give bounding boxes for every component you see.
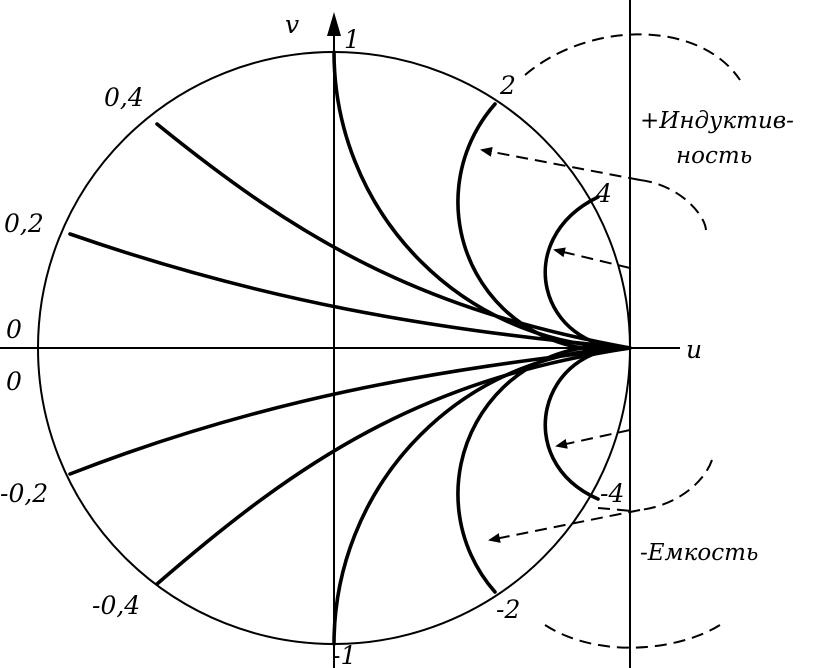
annotation-inductive-line1: +Индуктив- [640,108,794,134]
dashed-guide-arcs [524,33,741,649]
rim-label-zero-upper: 0 [6,315,22,344]
reactance-arc-neg-0.4 [155,346,632,586]
reactance-arc-4 [543,195,632,350]
dashed-arc-bottom-outer [544,624,721,649]
label-reactance-2: 2 [499,71,516,100]
label-reactance-neg-2: -2 [496,595,520,624]
dashed-arrows [480,146,641,543]
label-reactance-neg-1: -1 [332,641,356,668]
dashed-arc-top-outer [524,33,741,81]
arrow-to-arc-4-top [553,247,631,269]
reactance-arc-neg-1 [332,346,632,646]
arrow-to-arc-2-top [480,146,641,181]
rim-label-zero-lower: 0 [6,367,22,396]
dashed-segment-bottom-right [597,507,633,512]
dashed-arc-top-inner [639,179,707,231]
rim-label-0.2: 0,2 [4,209,44,238]
rim-label-0.4: 0,4 [104,83,144,112]
reactance-arcs [68,50,632,646]
arrow-to-arc-2-bottom [488,509,641,543]
reactance-arc-neg-2 [456,344,632,594]
label-reactance-neg-4: -4 [600,479,624,508]
u-axis-label: u [686,335,702,364]
reactance-arc-0.4 [155,122,632,350]
v-axis-label: v [285,10,299,39]
label-reactance-4: 4 [595,179,612,208]
reactance-arc-2 [456,102,632,352]
dashed-arc-bottom-inner [639,459,713,511]
label-reactance-1: 1 [344,25,360,54]
reactance-arc-neg-4 [543,346,632,501]
rim-label-neg-0.4: -0,4 [92,591,140,620]
reactance-arc-1 [332,50,632,350]
rim-label-neg-0.2: -0,2 [0,479,48,508]
annotation-capacitive: -Емкость [640,540,758,566]
v-axis-arrow [327,12,341,36]
arrow-to-arc-4-bottom [555,429,631,449]
annotation-inductive-line2: ность [676,143,752,169]
